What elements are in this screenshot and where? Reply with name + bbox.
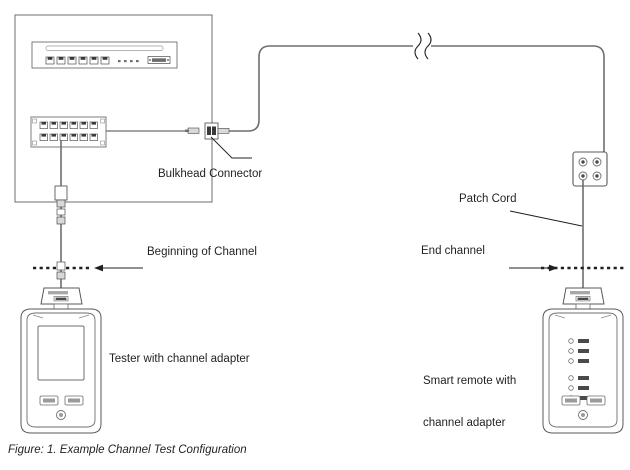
switch-ports bbox=[45, 56, 110, 65]
tester-buttons bbox=[39, 395, 84, 406]
switch-indicator-dots bbox=[118, 60, 139, 63]
label-smart-remote-line2: channel adapter bbox=[423, 417, 506, 429]
leader-patch-cord bbox=[509, 210, 583, 227]
label-bulkhead-connector: Bulkhead Connector bbox=[158, 168, 263, 180]
patch-panel-ports-row-top bbox=[39, 121, 98, 129]
remote-led-group-top bbox=[568, 338, 589, 364]
leader-bulkhead bbox=[210, 136, 252, 159]
label-smart-remote-line1: Smart remote with bbox=[423, 375, 517, 387]
smart-remote-device bbox=[542, 287, 624, 434]
switch-uplink-connector bbox=[147, 56, 171, 64]
patch-panel-screws bbox=[32, 118, 105, 146]
tester-channel-adapter bbox=[40, 287, 83, 305]
tester-cable-plug bbox=[56, 261, 66, 280]
label-smart-remote: Smart remote with channel adapter bbox=[423, 346, 516, 458]
label-tester-with-channel-adapter: Tester with channel adapter bbox=[109, 353, 250, 365]
remote-channel-adapter bbox=[562, 287, 605, 305]
figure-caption: Figure: 1. Example Channel Test Configur… bbox=[8, 444, 247, 456]
telecom-room-boundary bbox=[14, 14, 213, 203]
tester-display bbox=[37, 325, 85, 381]
wall-outlet-jacks bbox=[578, 157, 602, 181]
patch-panel-ports-row-bottom bbox=[39, 133, 98, 141]
bulkhead-connector bbox=[204, 122, 230, 140]
label-beginning-of-channel: Beginning of Channel bbox=[147, 246, 257, 258]
label-patch-cord: Patch Cord bbox=[459, 193, 517, 205]
end-channel-arrow bbox=[509, 264, 558, 272]
label-end-channel: End channel bbox=[421, 245, 485, 257]
connector-plug-left bbox=[185, 127, 200, 134]
wall-outlet bbox=[572, 151, 608, 187]
remote-buttons bbox=[561, 395, 606, 406]
patch-panel bbox=[30, 116, 107, 148]
cable-break-symbol bbox=[413, 32, 432, 60]
tester-cable-connectors bbox=[54, 185, 68, 225]
beginning-channel-arrow bbox=[94, 264, 143, 272]
remote-body bbox=[548, 312, 618, 428]
rack-switch bbox=[31, 41, 178, 69]
cable-permanent-link bbox=[229, 45, 605, 152]
tester-device bbox=[20, 287, 102, 434]
